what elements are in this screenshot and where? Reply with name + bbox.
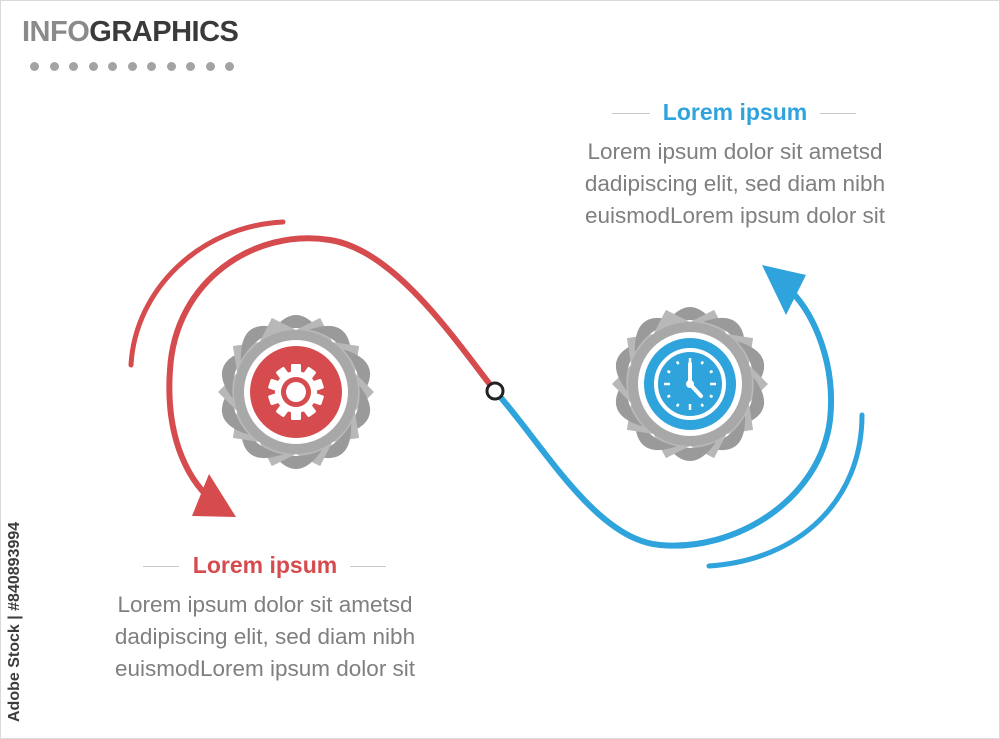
clock-badge-petal <box>634 317 677 353</box>
step-1-line-1: Lorem ipsum dolor sit ametsd <box>117 592 413 617</box>
gear-badge-petal <box>309 423 352 459</box>
clock-badge-petal-inner <box>612 364 632 404</box>
clock-tick <box>675 403 680 408</box>
step-1-line-2: dadipiscing elit, sed diam nibh <box>114 624 416 649</box>
step-2-line-2: dadipiscing elit, sed diam nibh <box>584 171 886 196</box>
red-loop-path <box>166 235 498 508</box>
step-1-line-3: euismodLorem ipsum dolor sit <box>114 656 416 681</box>
clock-tick <box>700 403 705 408</box>
red-arrowhead <box>192 474 236 517</box>
clock-tick <box>700 360 705 365</box>
gear-badge-petal-inner <box>218 372 238 412</box>
gear-badge-petal <box>240 423 283 459</box>
clock-badge-petal-inner <box>748 364 768 404</box>
clock-badge-petal <box>616 341 643 391</box>
step-2-line-3: euismodLorem ipsum dolor sit <box>584 203 886 228</box>
gear-badge-petal <box>343 385 370 435</box>
gear-badge-petal <box>309 325 352 361</box>
title-dots <box>30 62 234 71</box>
stock-credit: Adobe Stock | #840893994 <box>6 521 23 722</box>
red-heading-rule-right <box>350 566 386 567</box>
title-part-graphics: GRAPHICS <box>89 16 239 48</box>
blue-outer-arc <box>706 412 865 569</box>
title-part-info: INFO <box>22 16 90 48</box>
blue-heading-rule-right <box>820 113 856 114</box>
clock-badge <box>612 307 768 461</box>
clock-icon <box>654 348 726 420</box>
step-1-heading: Lorem ipsum <box>192 552 338 578</box>
gear-badge-petal <box>222 349 249 399</box>
gear-badge <box>218 315 374 469</box>
step-1-text: Lorem ipsum dolor sit ametsd dadipiscing… <box>75 589 455 685</box>
gear-badge-petal <box>240 325 283 361</box>
clock-badge-petal <box>634 415 677 451</box>
step-2-heading: Lorem ipsum <box>662 99 808 125</box>
clock-tick <box>675 360 680 365</box>
blue-arrowhead <box>762 265 806 315</box>
clock-tick <box>709 394 714 399</box>
gear-icon <box>268 364 324 420</box>
center-junction <box>485 381 505 401</box>
step-2-text: Lorem ipsum dolor sit ametsd dadipiscing… <box>545 136 925 232</box>
infographics-title: INFOGRAPHICS <box>22 16 239 49</box>
blue-heading-rule-left <box>612 113 650 114</box>
clock-tick <box>666 369 671 374</box>
clock-badge-petal <box>703 415 746 451</box>
blue-loop-path <box>492 287 834 549</box>
gear-badge-petal-inner <box>354 372 374 412</box>
clock-badge-petal <box>737 377 764 427</box>
clock-tick <box>666 394 671 399</box>
step-2-line-1: Lorem ipsum dolor sit ametsd <box>587 139 883 164</box>
red-outer-arc <box>128 219 286 368</box>
clock-badge-petal <box>703 317 746 353</box>
red-heading-rule-left <box>143 566 179 567</box>
clock-tick <box>709 369 714 374</box>
